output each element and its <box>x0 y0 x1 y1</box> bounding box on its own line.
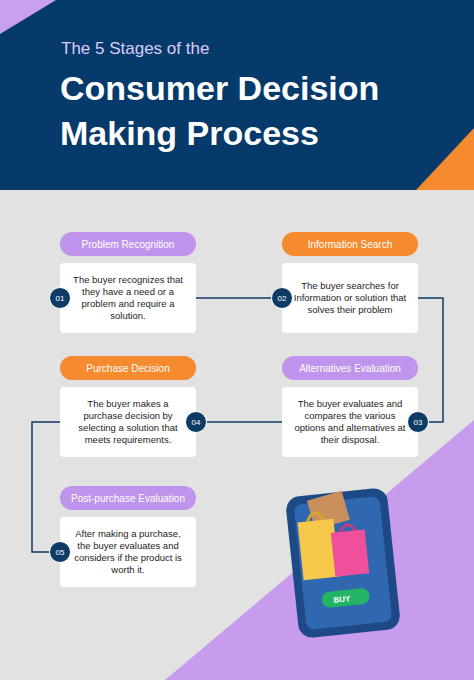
stage-description: The buyer evaluates and compares the var… <box>293 398 407 447</box>
corner-triangle <box>165 420 474 680</box>
title: Consumer Decision Making Process <box>60 66 452 156</box>
flow-connector <box>32 422 60 552</box>
stage-description: After making a purchase, the buyer evalu… <box>71 528 185 577</box>
body-box: The buyer makes a purchase decision by s… <box>60 387 196 457</box>
stage-heading: Alternatives Evaluation <box>282 356 418 380</box>
flow-connector <box>418 298 443 422</box>
step-number: 05 <box>49 541 71 563</box>
stage-heading: Information Search <box>282 232 418 256</box>
subtitle: The 5 Stages of the <box>61 38 361 60</box>
stage-heading: Problem Recognition <box>60 232 196 256</box>
stage-heading: Purchase Decision <box>60 356 196 380</box>
flow-connector <box>196 297 282 299</box>
step-number: 01 <box>49 287 71 309</box>
body-box: After making a purchase, the buyer evalu… <box>60 517 196 587</box>
stage-heading: Post-purchase Evaluation <box>60 486 196 510</box>
corner-triangle <box>416 128 474 190</box>
stage-description: The buyer searches for Information or so… <box>293 280 407 316</box>
step-number: 03 <box>407 411 429 433</box>
step-number: 02 <box>271 287 293 309</box>
phone-illustration <box>285 486 401 639</box>
stage-node: Purchase DecisionThe buyer makes a purch… <box>60 356 196 457</box>
body-box: The buyer searches for Information or so… <box>282 263 418 333</box>
stage-node: Problem RecognitionThe buyer recognizes … <box>60 232 196 333</box>
step-number: 04 <box>185 411 207 433</box>
body-box: The buyer evaluates and compares the var… <box>282 387 418 457</box>
stage-node: Information SearchThe buyer searches for… <box>282 232 418 333</box>
header-band <box>0 0 474 190</box>
body-box: The buyer recognizes that they have a ne… <box>60 263 196 333</box>
stage-node: Post-purchase EvaluationAfter making a p… <box>60 486 196 587</box>
stage-description: The buyer recognizes that they have a ne… <box>71 274 185 323</box>
flow-connector <box>196 421 282 423</box>
stage-node: Alternatives EvaluationThe buyer evaluat… <box>282 356 418 457</box>
corner-triangle <box>0 0 56 34</box>
stage-description: The buyer makes a purchase decision by s… <box>71 398 185 447</box>
